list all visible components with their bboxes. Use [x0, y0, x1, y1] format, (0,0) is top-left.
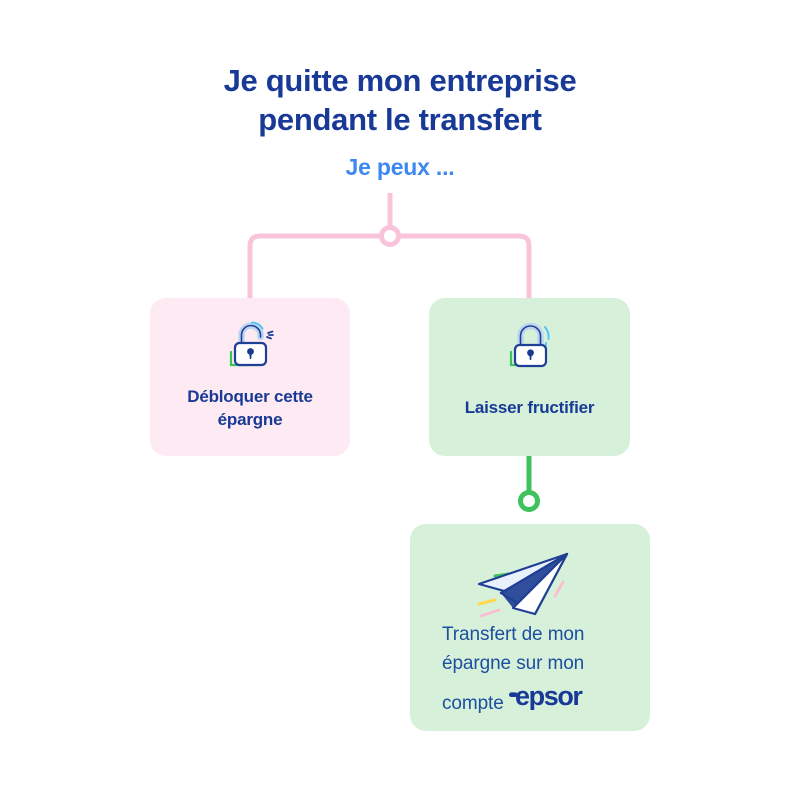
option-card-fructifier[interactable]: Laisser fructifier — [429, 298, 630, 456]
epsor-logo: epsor — [508, 680, 593, 710]
paper-plane-icon — [410, 546, 650, 626]
page-subtitle: Je peux ... — [345, 153, 455, 180]
option-card-fructifier-label: Laisser fructifier — [441, 397, 618, 420]
locked-padlock-icon — [429, 314, 630, 376]
connector-green-node — [518, 490, 540, 512]
outcome-text-line-3-row: compte epsor — [442, 679, 632, 718]
option-label-line-1: Laisser fructifier — [464, 398, 595, 417]
outcome-text-line-1: Transfert de mon — [442, 624, 585, 645]
option-label-line-1: Débloquer cette — [187, 387, 313, 406]
header: Je quitte mon entreprise pendant le tran… — [0, 62, 800, 181]
page-title-line-1: Je quitte mon entreprise — [223, 63, 577, 98]
option-label-line-2: épargne — [217, 409, 283, 429]
outcome-text-line-3: compte — [442, 692, 504, 714]
outcome-text: Transfert de mon épargne sur mon compte … — [442, 620, 632, 718]
option-card-debloquer[interactable]: Débloquer cette épargne — [150, 298, 350, 456]
outcome-card[interactable]: Transfert de mon épargne sur mon compte … — [410, 524, 650, 731]
page-title-line-2: pendant le transfert — [258, 101, 542, 137]
option-card-debloquer-label: Débloquer cette épargne — [162, 386, 338, 432]
connector-branch-right — [390, 233, 532, 300]
outcome-text-line-2: épargne sur mon — [442, 653, 585, 675]
connector-root-node — [379, 225, 401, 247]
svg-text:epsor: epsor — [515, 681, 583, 710]
connector-branch-left — [247, 233, 390, 300]
page-title: Je quitte mon entreprise pendant le tran… — [0, 62, 800, 140]
unlocked-padlock-icon — [150, 314, 350, 376]
